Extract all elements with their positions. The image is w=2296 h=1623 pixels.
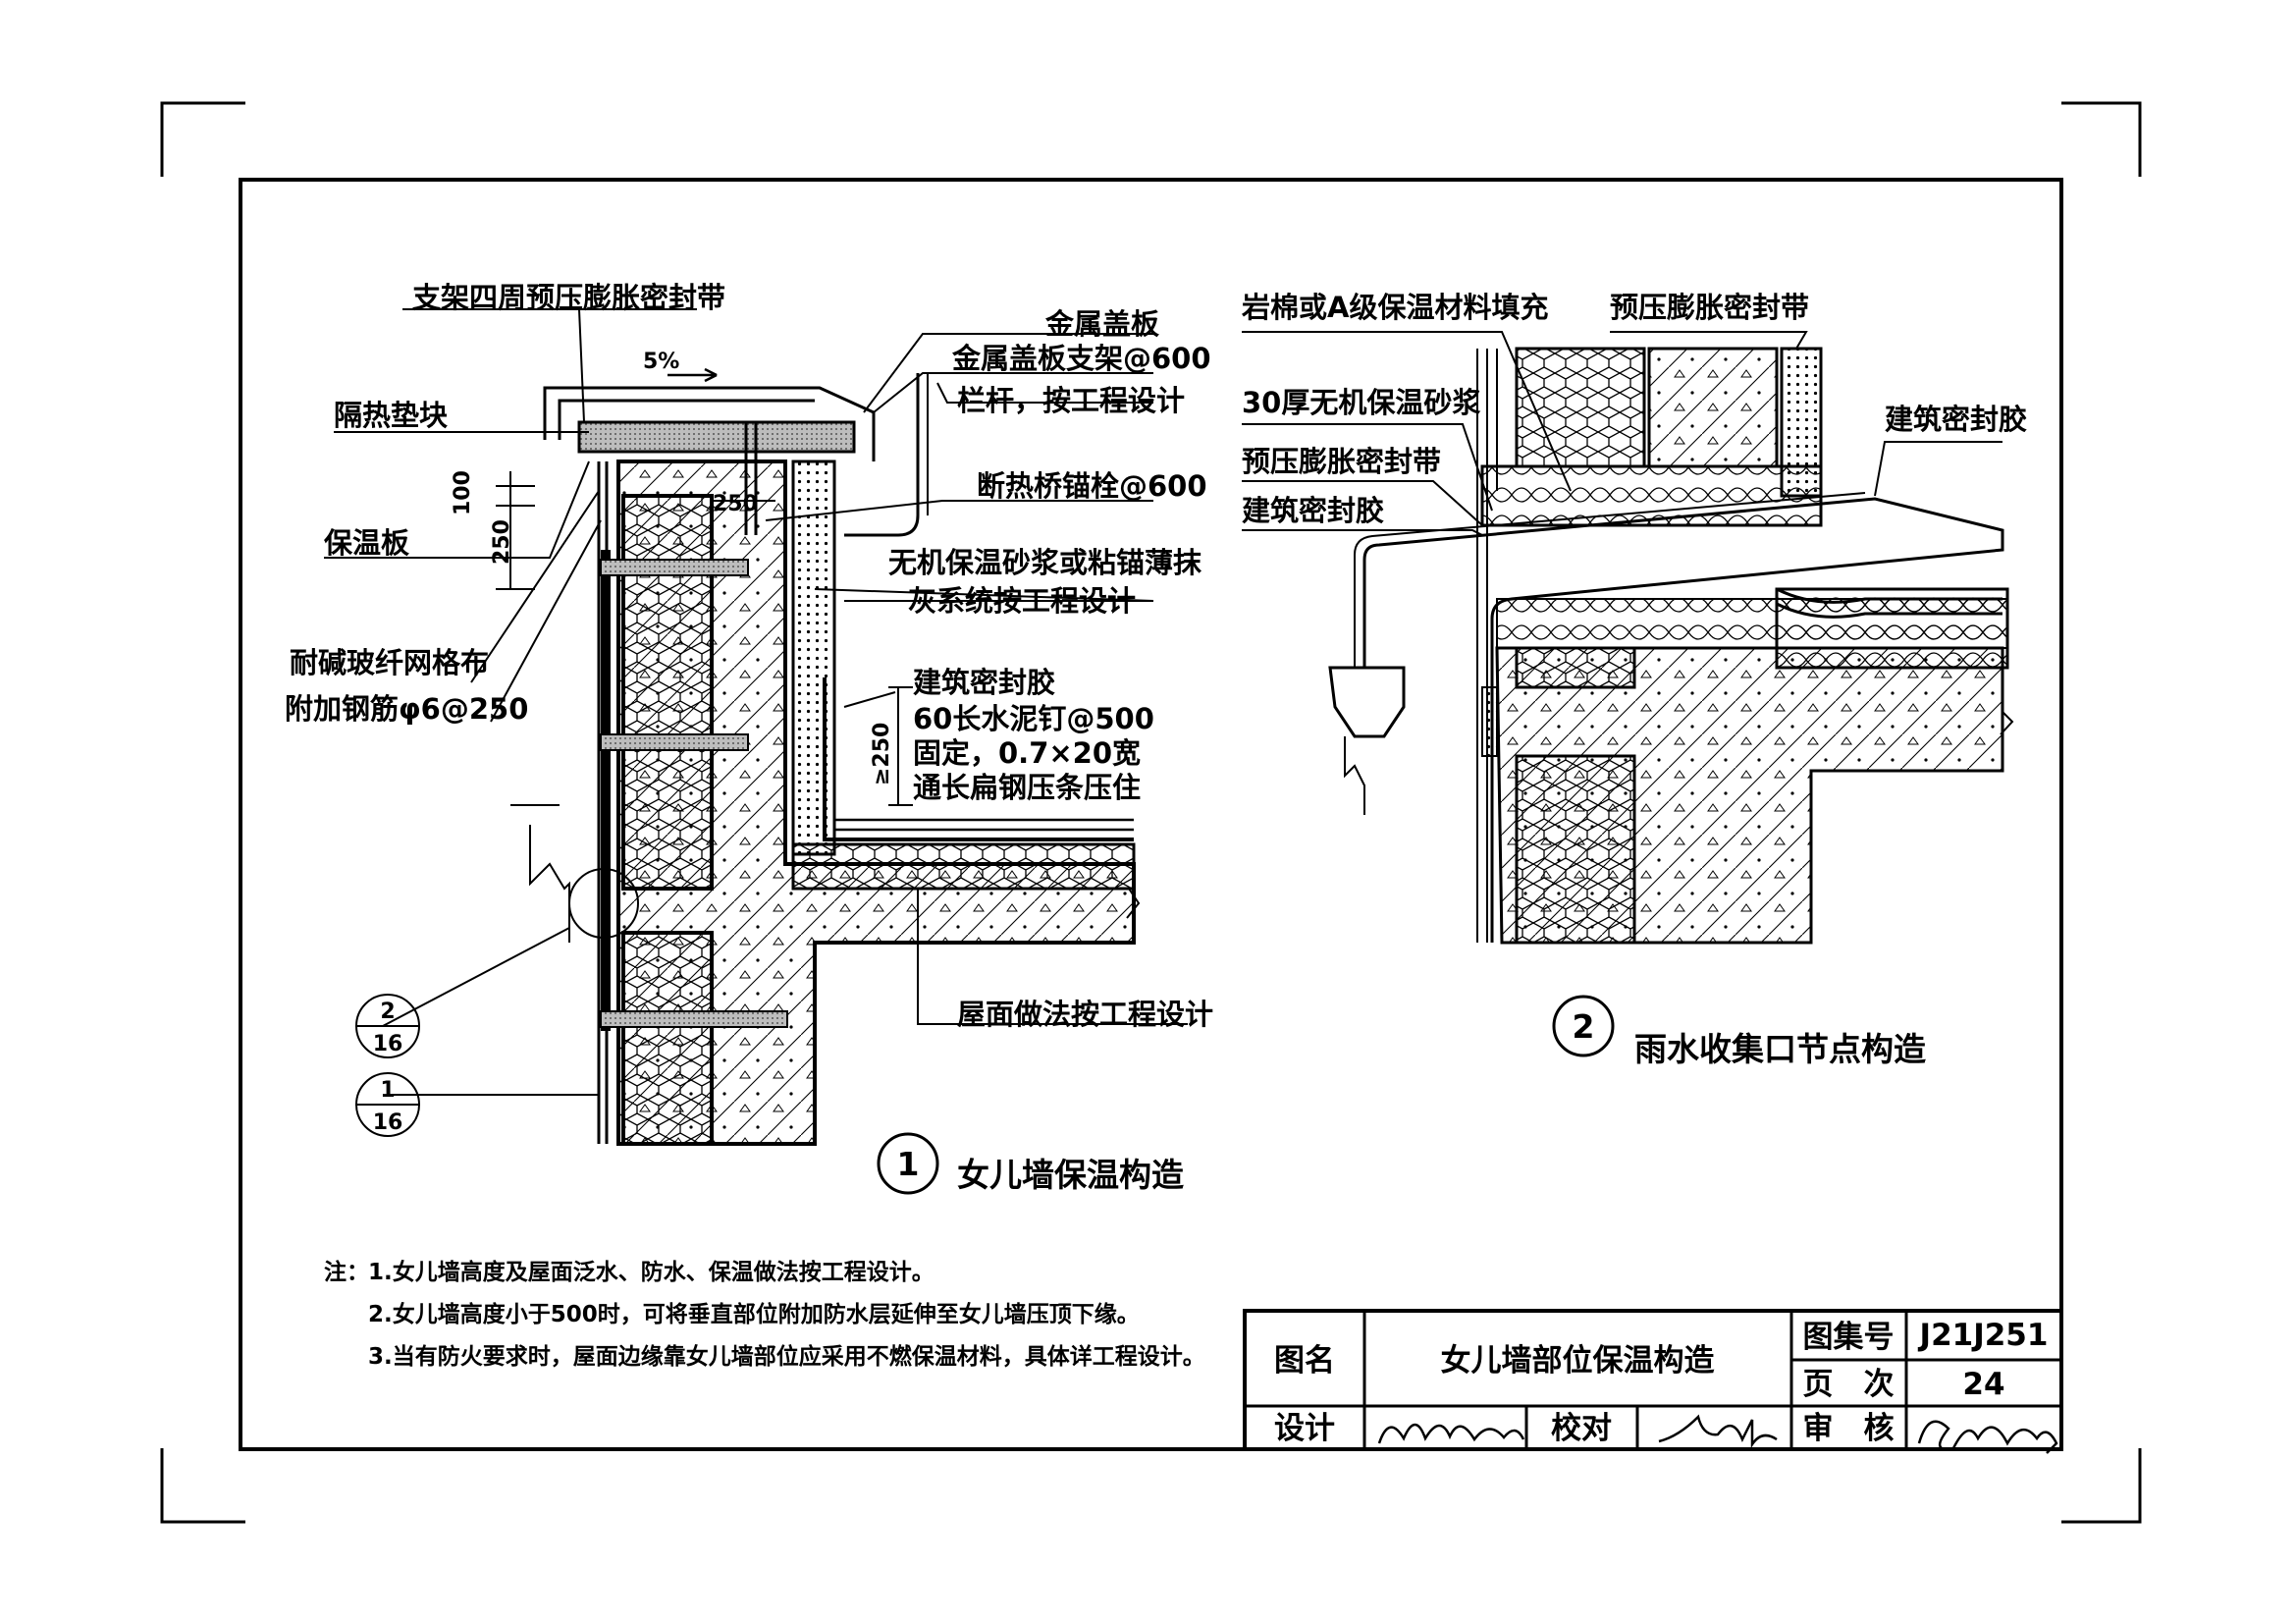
label-bracket-tape: 支架四周预压膨胀密封带 — [412, 281, 725, 314]
svg-text:1: 1 — [380, 1078, 395, 1103]
detail-2-drawing — [1328, 347, 2014, 945]
dim-250-left: 250 — [490, 519, 514, 565]
dim-250-top: 250 — [713, 492, 758, 516]
label-nail-line1: 60长水泥钉@500 — [913, 702, 1154, 735]
label-nail-line2: 固定，0.7×20宽 — [913, 736, 1141, 770]
roof-insulation — [791, 842, 1136, 891]
dim-100: 100 — [451, 470, 475, 515]
label-mesh: 耐碱玻纤网格布 — [290, 646, 489, 679]
parapet-inner-insulation — [791, 460, 836, 856]
tb-check-label: 校对 — [1551, 1411, 1612, 1446]
svg-text:2: 2 — [380, 1000, 395, 1024]
tb-atlas-value: J21J251 — [1918, 1318, 2049, 1353]
label-rockwool: 岩棉或A级保温材料填充 — [1241, 291, 1548, 324]
detail-ref-2-16: 2 16 — [355, 994, 420, 1058]
slope-label: 5% — [643, 350, 679, 374]
label-tape-left: 预压膨胀密封带 — [1242, 445, 1441, 478]
detail-ref-1-16: 1 16 — [355, 1072, 420, 1137]
label-heat-pad: 隔热垫块 — [334, 399, 448, 432]
note-2: 2.女儿墙高度小于500时，可将垂直部位附加防水层延伸至女儿墙压顶下缘。 — [368, 1301, 1140, 1327]
svg-text:16: 16 — [373, 1110, 403, 1135]
tb-design-label: 设计 — [1274, 1411, 1335, 1446]
detail-2-number: 2 — [1573, 1007, 1595, 1046]
title-block — [1243, 1309, 2063, 1451]
note-3: 3.当有防火要求时，屋面边缘靠女儿墙部位应采用不燃保温材料，具体详工程设计。 — [368, 1343, 1205, 1370]
detail-1-circle — [877, 1132, 939, 1195]
signature-design — [1377, 1423, 1525, 1444]
heat-pad — [577, 420, 856, 454]
detail-2-title: 雨水收集口节点构造 — [1634, 1030, 1926, 1068]
label-anchor: 断热桥锚栓@600 — [977, 469, 1207, 503]
insulation-block-lower — [621, 931, 714, 1146]
label-nail-line3: 通长扁钢压条压住 — [913, 771, 1141, 804]
label-roof: 屋面做法按工程设计 — [957, 998, 1213, 1031]
label-mortar-line1: 无机保温砂浆或粘锚薄抹 — [888, 546, 1202, 579]
label-sealant: 建筑密封胶 — [913, 666, 1055, 699]
thermal-bridge-anchors — [600, 559, 788, 1028]
label-sealant-left: 建筑密封胶 — [1242, 494, 1384, 527]
detail-2-circle — [1552, 995, 1615, 1057]
label-railing: 栏杆，按工程设计 — [957, 384, 1185, 417]
tb-atlas-label: 图集号 — [1803, 1320, 1895, 1355]
label-sealant-right: 建筑密封胶 — [1885, 403, 2027, 436]
upper-concrete — [1647, 347, 1779, 468]
tb-name-value: 女儿墙部位保温构造 — [1441, 1343, 1715, 1379]
notes-prefix: 注： — [324, 1259, 369, 1285]
label-rebar: 附加钢筋φ6@250 — [285, 692, 528, 726]
signature-check — [1658, 1414, 1778, 1449]
metal-cap — [543, 386, 876, 461]
detail-1-title: 女儿墙保温构造 — [957, 1156, 1184, 1194]
railing — [844, 373, 920, 537]
insulation-band — [1480, 464, 1823, 527]
label-tape-top: 预压膨胀密封带 — [1610, 291, 1809, 324]
drawing-frame — [239, 178, 2063, 1451]
rain-hopper — [1328, 666, 1406, 738]
tb-name-label: 图名 — [1274, 1343, 1335, 1379]
upper-insulation — [1515, 347, 1646, 468]
tb-page-value: 24 — [1962, 1367, 2004, 1402]
tb-page-label: 页 次 — [1803, 1367, 1895, 1402]
note-1: 1.女儿墙高度及屋面泛水、防水、保温做法按工程设计。 — [368, 1259, 934, 1285]
dim-250-min: ≥250 — [870, 723, 894, 785]
label-mortar30: 30厚无机保温砂浆 — [1242, 386, 1481, 419]
signature-review — [1917, 1420, 2058, 1454]
label-metal-cap: 金属盖板 — [1044, 307, 1160, 341]
tb-review-label: 审 核 — [1803, 1411, 1895, 1446]
label-metal-cap-bracket: 金属盖板支架@600 — [951, 342, 1211, 375]
insulation-block-upper — [621, 494, 714, 891]
label-insulation-board: 保温板 — [323, 526, 410, 560]
detail-1-drawing — [496, 367, 1141, 1146]
detail-2-leaders — [1242, 331, 2002, 536]
crop-marks — [160, 101, 2142, 1524]
detail-1-number: 1 — [897, 1145, 920, 1183]
scupper — [1362, 497, 2004, 943]
svg-text:16: 16 — [373, 1032, 403, 1056]
label-mortar-line2: 灰系统按工程设计 — [908, 584, 1136, 618]
detail-1-leaders — [324, 308, 1188, 1096]
